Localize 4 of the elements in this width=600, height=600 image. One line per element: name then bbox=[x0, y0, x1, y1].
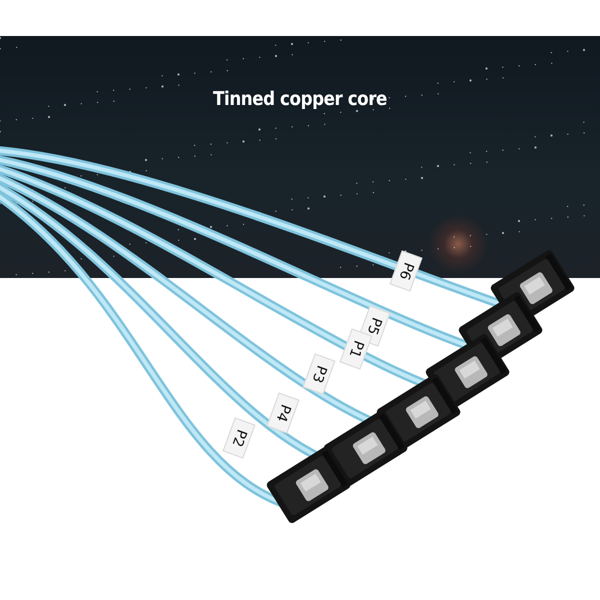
cable-tag: P3 bbox=[302, 353, 336, 395]
cable-tag: P2 bbox=[222, 417, 256, 459]
title: Tinned copper core bbox=[212, 88, 388, 110]
cable-tag: P4 bbox=[266, 392, 300, 434]
